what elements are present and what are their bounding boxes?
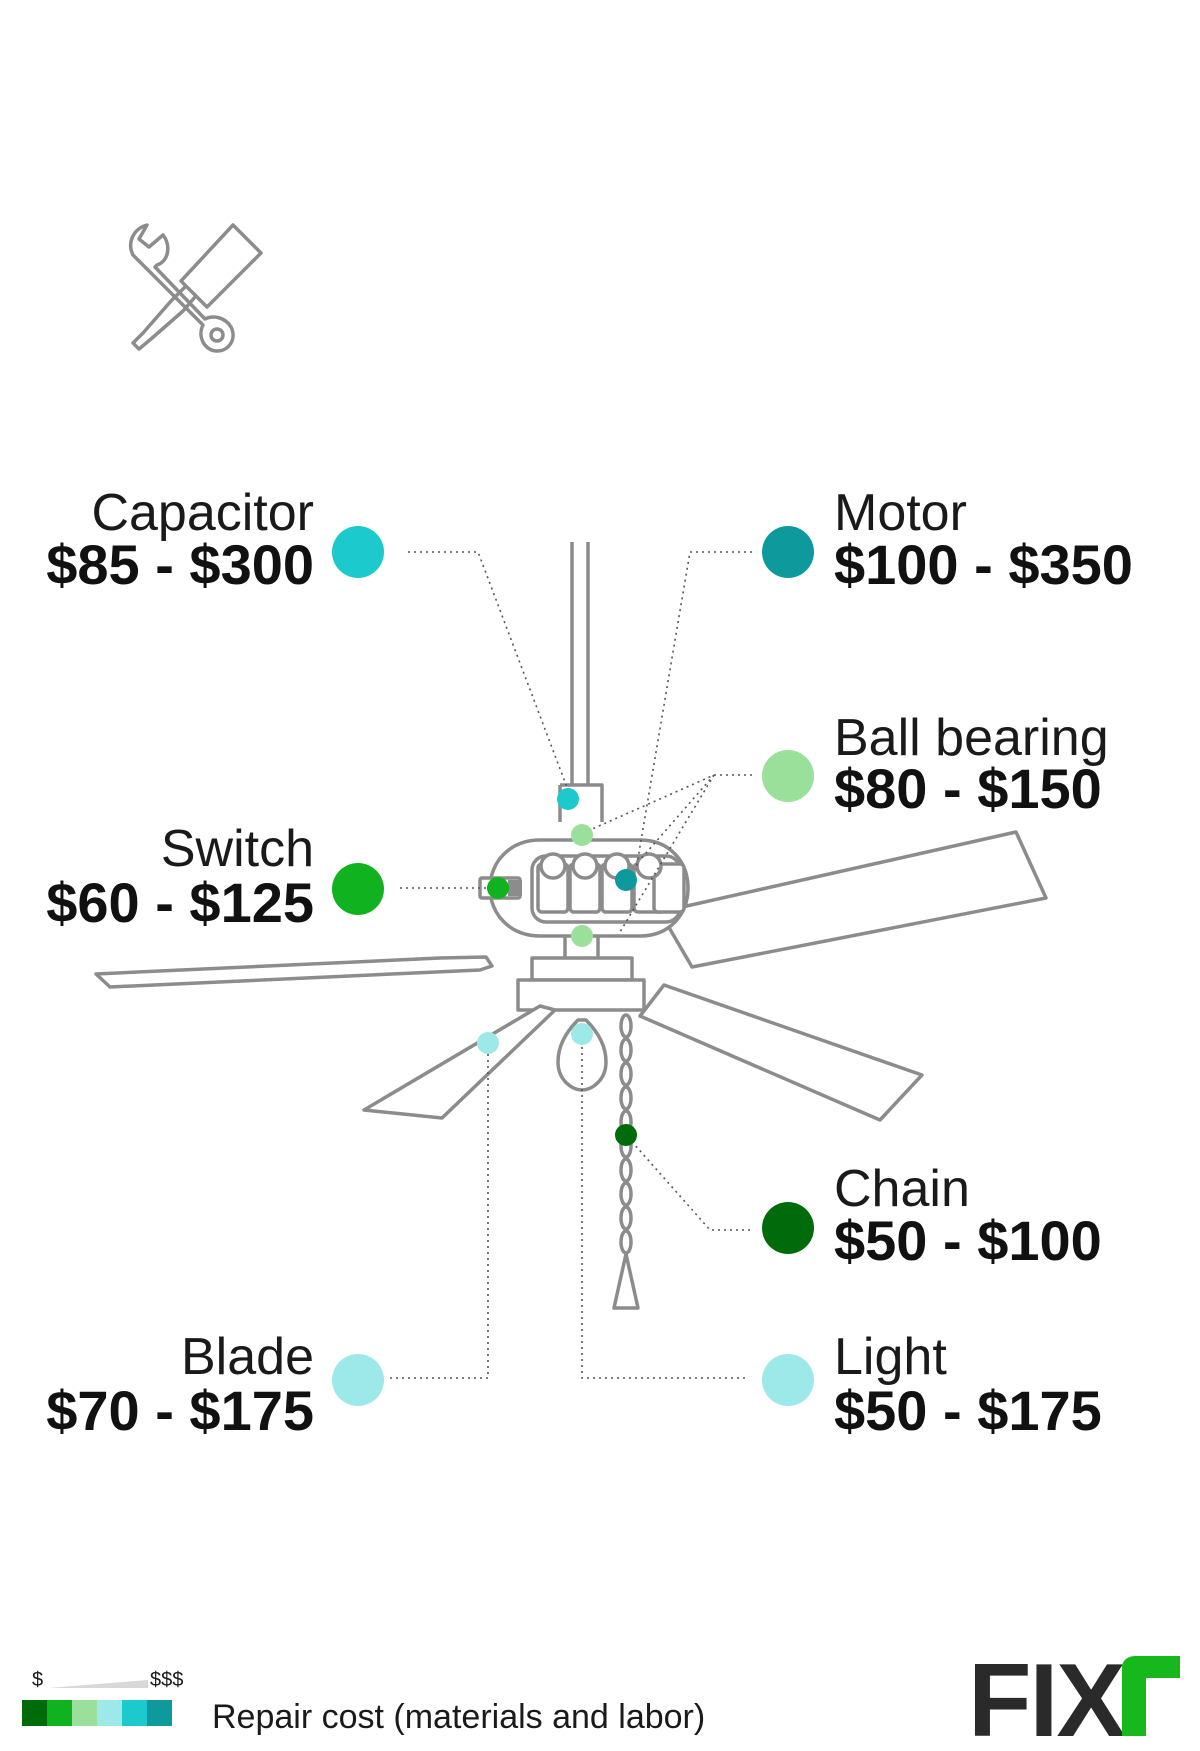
motor-bullet <box>762 526 814 578</box>
capacitor-name: Capacitor <box>91 484 314 542</box>
fixr-logo: FIX <box>968 1643 1180 1751</box>
leader-lines <box>390 551 752 1379</box>
tools-icon <box>128 223 263 353</box>
switch-marker <box>487 877 509 899</box>
legend-swatch <box>147 1700 172 1726</box>
ball-bearing-bullet <box>762 750 814 802</box>
switch-name: Switch <box>161 820 314 878</box>
chain-marker <box>615 1124 637 1146</box>
legend-gradient-wedge <box>48 1680 148 1688</box>
pull-chain <box>612 1013 640 1310</box>
legend-swatch <box>97 1700 122 1726</box>
blade-marker <box>477 1032 499 1054</box>
part-markers <box>477 788 637 1146</box>
motor-name: Motor <box>834 484 967 542</box>
blade-right-upper <box>658 830 1048 969</box>
chain-bullet <box>762 1202 814 1254</box>
ceiling-fan-illustration <box>94 542 1048 1310</box>
blade-left <box>94 955 494 989</box>
chain-price: $50 - $100 <box>834 1209 1102 1272</box>
ball-bearing-marker-bottom <box>571 925 593 947</box>
light-marker <box>571 1023 593 1045</box>
capacitor-price: $85 - $300 <box>46 533 314 596</box>
legend-swatch <box>22 1700 47 1726</box>
switch-price: $60 - $125 <box>46 871 314 934</box>
blade-bullet <box>332 1354 384 1406</box>
blade-mount <box>530 956 634 982</box>
motor-price: $100 - $350 <box>834 533 1133 596</box>
light-price: $50 - $175 <box>834 1379 1102 1442</box>
legend-caption: Repair cost (materials and labor) <box>212 1698 705 1736</box>
legend-swatch <box>47 1700 72 1726</box>
legend-high: $$$ <box>150 1669 183 1691</box>
blade-name: Blade <box>181 1328 314 1386</box>
legend-swatches <box>22 1700 172 1726</box>
blade-price: $70 - $175 <box>46 1379 314 1442</box>
legend-swatch <box>122 1700 147 1726</box>
light-name: Light <box>834 1328 947 1386</box>
motor-marker <box>615 869 637 891</box>
capacitor-bullet <box>332 526 384 578</box>
switch-bullet <box>332 863 384 915</box>
cost-legend: $ $$$ Repair cost (materials and labor) <box>22 1669 705 1736</box>
ball-bearing-marker-top <box>571 824 593 846</box>
blade-front-left <box>362 1004 557 1120</box>
legend-low: $ <box>32 1669 43 1691</box>
ball-bearing-name: Ball bearing <box>834 709 1109 767</box>
capacitor-marker <box>557 788 579 810</box>
chain-name: Chain <box>834 1160 970 1218</box>
svg-text:FIX: FIX <box>968 1643 1125 1751</box>
fixr-logo-accent <box>1122 1656 1180 1736</box>
light-bullet <box>762 1354 814 1406</box>
switch-housing <box>516 978 646 1012</box>
downrod <box>570 542 590 785</box>
ball-bearing-price: $80 - $150 <box>834 757 1102 820</box>
blade-front-right <box>638 983 924 1122</box>
legend-swatch <box>72 1700 97 1726</box>
